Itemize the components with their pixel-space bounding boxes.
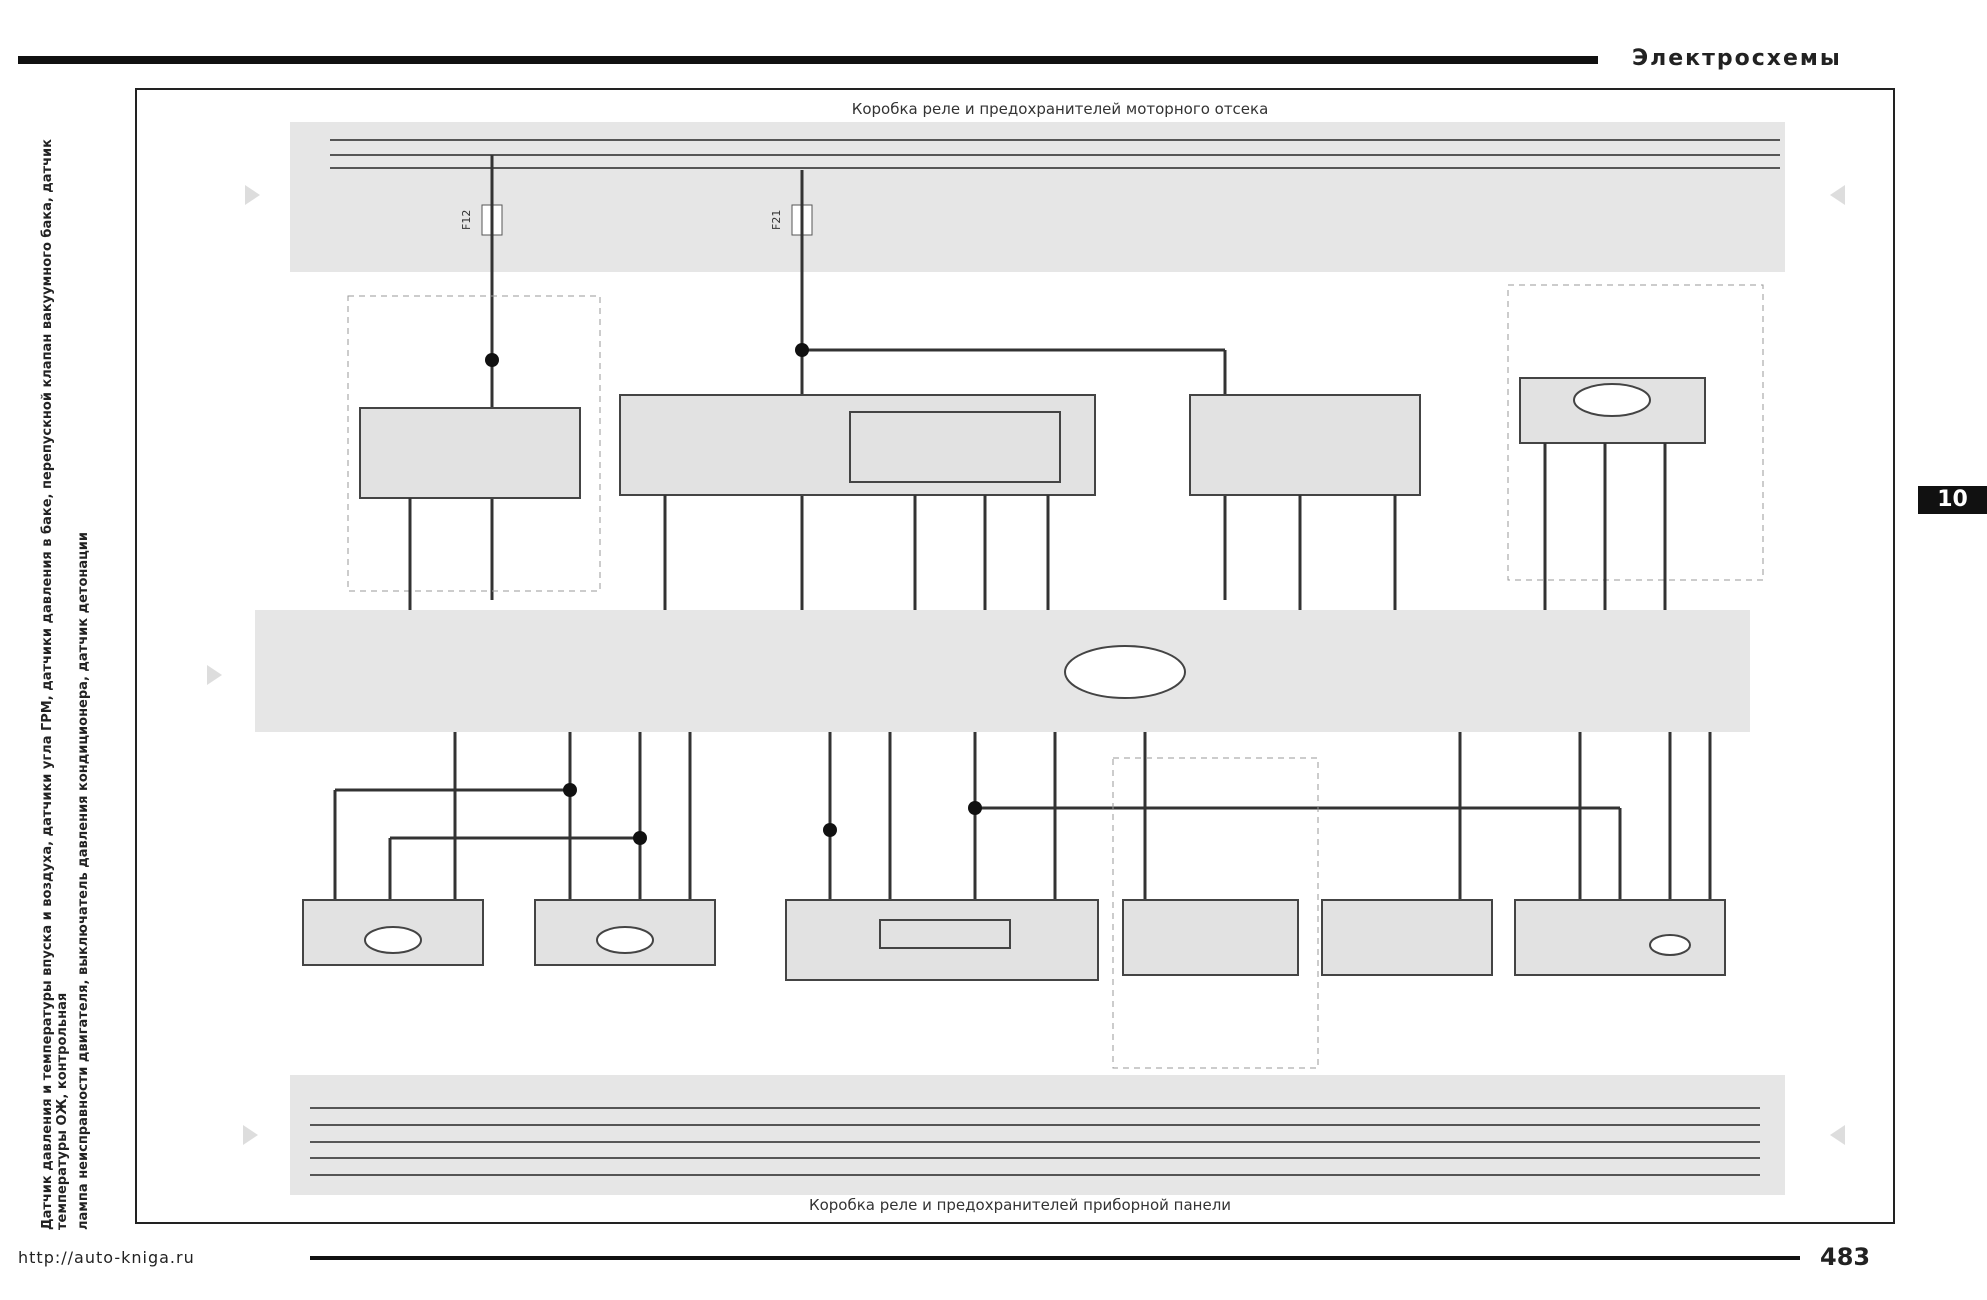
component-map-sensor [785,899,1099,981]
top-bus-lines [330,139,1780,169]
component-engine-temp-sensor [619,394,1096,496]
arrow-right-icon [1830,185,1845,205]
dashed-group-3 [1112,757,1319,1069]
bottom-bus-lines [310,1107,1760,1176]
section-title: Электросхемы [1632,46,1842,71]
ecu-symbol [1064,645,1186,699]
arrow-left-icon [245,185,260,205]
arrow-right-icon-2 [1830,1125,1845,1145]
bottom-box-label: Коробка реле и предохранителей приборной… [809,1196,1231,1214]
upper-signal-wires [408,443,1667,610]
top-box-label: Коробка реле и предохранителей моторного… [852,100,1269,118]
arrow-left-icon-2 [207,665,222,685]
component-pressure-switch [359,407,581,499]
ecu-band [255,610,1750,732]
svg-text:F21: F21 [770,210,783,230]
component-coolant-temp-sensor [1321,899,1493,976]
footer-url[interactable]: http://auto-knigа.ru [18,1248,195,1267]
component-knock-sensor [1514,899,1726,976]
arrow-left-icon-3 [243,1125,258,1145]
svg-text:F12: F12 [460,210,473,230]
component-tank-pressure-sensor [1122,899,1299,976]
lower-signal-wires [333,732,1712,900]
lamp-icon [1573,383,1651,417]
component-relay [1189,394,1421,496]
diagram-frame [135,88,1895,1224]
footer-rule [310,1256,1800,1260]
top-fuse-box [290,122,1785,272]
page-number: 483 [1820,1243,1871,1271]
header-rule [18,56,1598,64]
chapter-tab[interactable]: 10 [1918,486,1987,514]
dashed-group-1 [347,295,601,592]
bottom-fuse-box [290,1075,1785,1195]
